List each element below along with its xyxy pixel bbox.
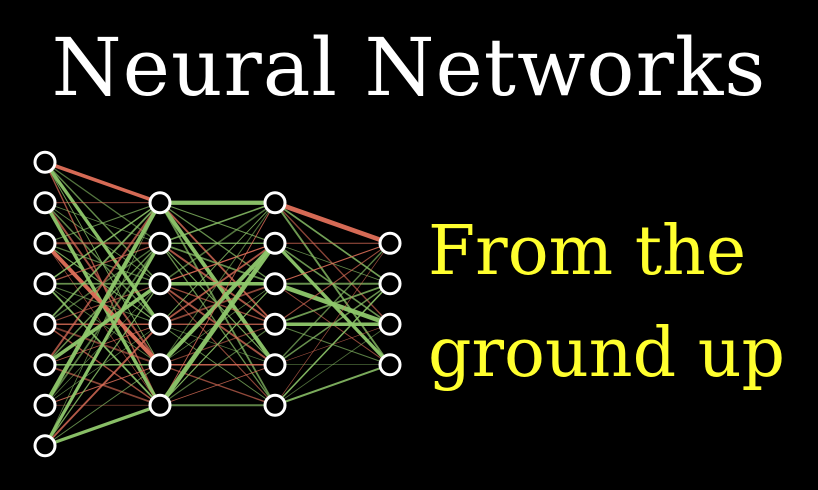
weight-edge [43, 403, 162, 448]
neuron-node [148, 231, 172, 255]
weight-edge [159, 323, 276, 406]
weight-edge [159, 202, 276, 325]
network-edges [42, 160, 393, 448]
weight-edge [44, 201, 161, 366]
weight-edge [274, 242, 391, 366]
subtitle-line-2: ground up [428, 314, 786, 393]
neuron-node [148, 272, 172, 296]
subtitle-line-1: From the [428, 212, 747, 291]
weight-edge [44, 202, 161, 447]
network-nodes [33, 150, 402, 458]
neuron-node [378, 272, 402, 296]
weight-edge [159, 202, 276, 366]
title: Neural Networks [51, 21, 767, 114]
neuron-node [263, 393, 287, 417]
weight-edge [159, 201, 276, 285]
weight-edge [159, 202, 276, 406]
neuron-node [378, 312, 402, 336]
weight-edge [274, 242, 391, 285]
neuron-node [263, 272, 287, 296]
neuron-node [33, 191, 57, 215]
weight-edge [43, 241, 162, 448]
neuron-node [33, 353, 57, 377]
weight-edge [44, 201, 161, 285]
weight-edge [43, 160, 162, 205]
neuron-node [33, 150, 57, 174]
neuron-node [33, 434, 57, 458]
neuron-node [263, 312, 287, 336]
weight-edge [44, 202, 161, 244]
weight-edge [274, 363, 391, 407]
neuron-node [33, 393, 57, 417]
neuron-node [148, 353, 172, 377]
weight-edge [274, 323, 391, 406]
neuron-node [33, 231, 57, 255]
weight-edge [44, 201, 161, 326]
weight-edge [159, 283, 276, 406]
weight-edge [272, 200, 393, 246]
neuron-node [263, 353, 287, 377]
neuron-node [378, 231, 402, 255]
weight-edge [42, 200, 163, 408]
neuron-node [263, 191, 287, 215]
neuron-node [33, 272, 57, 296]
weight-edge [274, 242, 391, 325]
neuron-node [148, 393, 172, 417]
weight-edge [44, 323, 161, 447]
neuron-node [148, 312, 172, 336]
weight-edge [159, 364, 276, 406]
weight-edge [44, 364, 161, 447]
neuron-node [33, 312, 57, 336]
weight-edge [44, 283, 161, 447]
weight-edge [157, 240, 278, 408]
neuron-node [263, 231, 287, 255]
weight-edge [159, 201, 276, 245]
neuron-node [148, 191, 172, 215]
neuron-node [378, 353, 402, 377]
weight-edge [274, 282, 391, 407]
weight-edge [274, 242, 391, 406]
